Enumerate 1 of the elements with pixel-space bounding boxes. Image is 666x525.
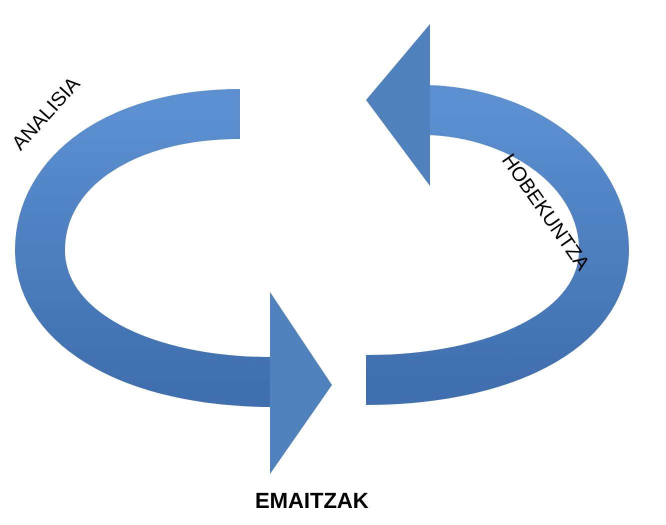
step-label: EMAITZAK <box>255 488 369 514</box>
